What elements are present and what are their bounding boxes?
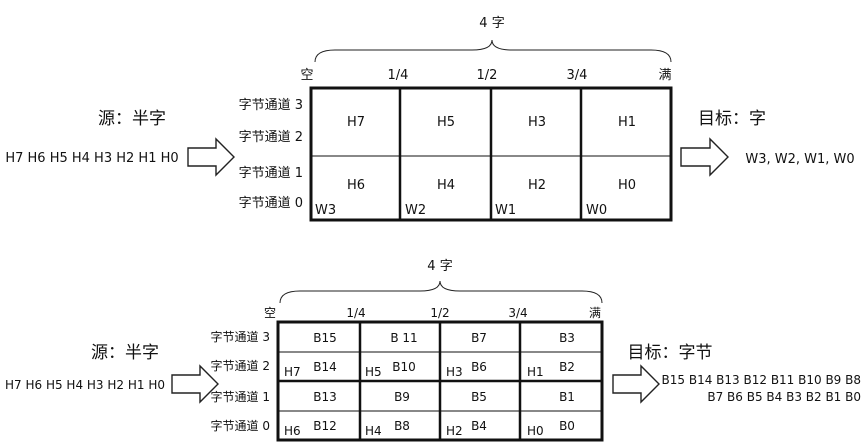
bottom-lane-2-label: 字节通道 2 <box>211 358 270 373</box>
top-lane-2-label: 字节通道 2 <box>239 130 303 145</box>
top-source-arrow-icon <box>187 137 235 177</box>
top-cell-h2: H2 <box>528 178 546 193</box>
bottom-fill-empty: 空 <box>264 306 276 320</box>
bottom-cell-b14: B14 <box>313 360 337 374</box>
bottom-source-sequence: H7 H6 H5 H4 H3 H2 H1 H0 <box>5 378 165 392</box>
top-fill-three-quarter: 3/4 <box>567 68 588 83</box>
bottom-source-title: 源：半字 <box>91 343 159 363</box>
bottom-lane-1-label: 字节通道 1 <box>211 389 270 404</box>
bottom-cell-b6: B6 <box>471 360 487 374</box>
top-fill-full: 满 <box>658 68 671 83</box>
bottom-fill-three-quarter: 3/4 <box>508 306 527 320</box>
top-target-arrow-icon <box>680 137 729 177</box>
top-cell-h3: H3 <box>528 115 546 130</box>
top-lane-3-label: 字节通道 3 <box>239 98 303 113</box>
bottom-lane-0-label: 字节通道 0 <box>211 418 270 433</box>
bottom-cell-b7: B7 <box>471 331 487 345</box>
top-target-sequence: W3, W2, W1, W0 <box>745 152 854 167</box>
top-fill-half: 1/2 <box>477 68 498 83</box>
bottom-target-line-1: B15 B14 B13 B12 B11 B10 B9 B8 <box>662 373 861 387</box>
bottom-target-arrow-icon <box>612 364 660 404</box>
top-cell-h4: H4 <box>437 178 455 193</box>
top-fill-quarter: 1/4 <box>388 68 409 83</box>
bottom-tag-h7: H7 <box>284 365 301 379</box>
bottom-target-title: 目标：字节 <box>628 343 713 363</box>
bottom-tag-h5: H5 <box>365 365 382 379</box>
top-target-title: 目标：字 <box>698 109 766 129</box>
top-cell-h6: H6 <box>347 178 365 193</box>
top-word-tag-w3: W3 <box>315 203 336 218</box>
top-source-title: 源：半字 <box>98 109 166 129</box>
top-lane-0-label: 字节通道 0 <box>239 196 303 211</box>
bottom-cell-b8: B8 <box>394 419 410 433</box>
bottom-cell-b3: B3 <box>559 331 575 345</box>
bottom-fill-quarter: 1/4 <box>346 306 365 320</box>
top-width-label: 4 字 <box>479 16 504 31</box>
bottom-width-brace <box>279 280 603 304</box>
bottom-cell-b9: B9 <box>394 390 410 404</box>
bottom-cell-b11: B 11 <box>390 331 417 345</box>
top-word-tag-w0: W0 <box>586 203 607 218</box>
bottom-cell-b10: B10 <box>392 360 416 374</box>
bottom-cell-b2: B2 <box>559 360 575 374</box>
top-cell-h1: H1 <box>618 115 636 130</box>
bottom-cell-b12: B12 <box>313 419 337 433</box>
bottom-fill-half: 1/2 <box>430 306 449 320</box>
bottom-width-label: 4 字 <box>427 259 452 274</box>
top-word-tag-w1: W1 <box>495 203 516 218</box>
bottom-tag-h6: H6 <box>284 424 301 438</box>
bottom-cell-b5: B5 <box>471 390 487 404</box>
bottom-diagram: 4 字 空 1/4 1/2 3/4 满 字节通道 3 字节通道 2 字节通道 1… <box>5 259 861 442</box>
bottom-cell-b1: B1 <box>559 390 575 404</box>
bottom-tag-h3: H3 <box>446 365 463 379</box>
top-diagram: 4 字 空 1/4 1/2 3/4 满 字节通道 3 字节通道 2 字节通道 1… <box>5 16 855 222</box>
bottom-tag-h0: H0 <box>527 424 544 438</box>
bottom-tag-h2: H2 <box>446 424 463 438</box>
bottom-target-line-2: B7 B6 B5 B4 B3 B2 B1 B0 <box>707 390 861 404</box>
top-cell-h0: H0 <box>618 178 636 193</box>
top-cell-h7: H7 <box>347 115 365 130</box>
top-width-brace <box>314 39 672 63</box>
top-source-sequence: H7 H6 H5 H4 H3 H2 H1 H0 <box>5 151 178 166</box>
top-lane-1-label: 字节通道 1 <box>239 166 303 181</box>
bottom-source-arrow-icon <box>171 364 219 404</box>
bottom-lane-3-label: 字节通道 3 <box>211 329 270 344</box>
bottom-cell-b15: B15 <box>313 331 337 345</box>
top-fill-empty: 空 <box>300 68 313 83</box>
bottom-cell-b13: B13 <box>313 390 337 404</box>
bottom-cell-b0: B0 <box>559 419 575 433</box>
bottom-tag-h1: H1 <box>527 365 544 379</box>
top-word-tag-w2: W2 <box>405 203 426 218</box>
bottom-cell-b4: B4 <box>471 419 487 433</box>
top-cell-h5: H5 <box>437 115 455 130</box>
bottom-fill-full: 满 <box>589 306 601 320</box>
bottom-tag-h4: H4 <box>365 424 382 438</box>
